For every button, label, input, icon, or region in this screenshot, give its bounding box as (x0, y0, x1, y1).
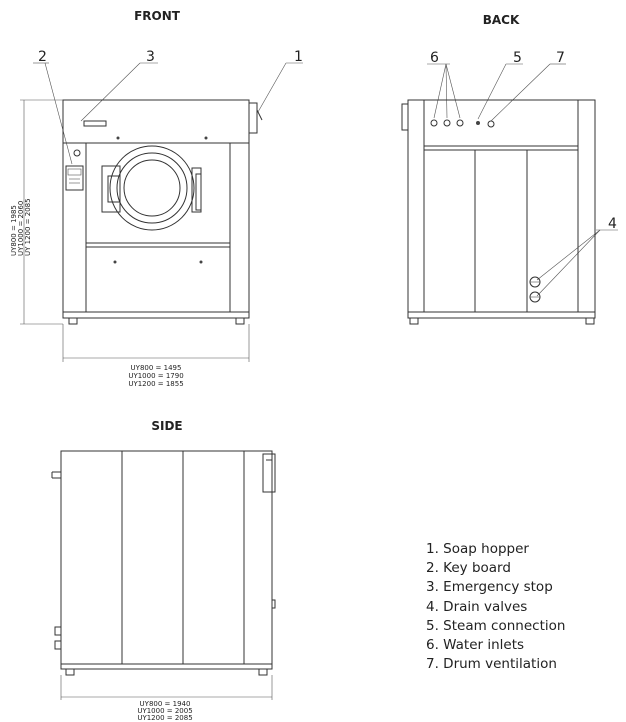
callout-1: 1 (294, 49, 303, 65)
legend-list: 1. Soap hopper 2. Key board 3. Emergency… (426, 540, 565, 674)
legend-item-key-board: 2. Key board (426, 560, 511, 577)
depth-dim-uy1200: UY1200 = 2085 (137, 714, 192, 722)
back-view-title: BACK (483, 13, 520, 27)
legend-item-steam-connection: 5. Steam connection (426, 617, 566, 634)
legend-item-emergency-stop: 3. Emergency stop (426, 579, 553, 596)
side-view-machine (51, 450, 276, 676)
front-width-dimension: UY800 = 1495 UY1000 = 1790 UY1200 = 1855 (62, 324, 250, 388)
callout-7: 7 (556, 50, 565, 66)
callout-5: 5 (513, 50, 522, 66)
front-height-dimension: UY800 = 1985 UY1000 = 2060 UY 1200 = 208… (10, 99, 63, 325)
legend-item-drain-valves: 4. Drain valves (426, 598, 528, 615)
legend-item-soap-hopper: 1. Soap hopper (426, 541, 529, 557)
width-dim-uy1000: UY1000 = 1790 (128, 372, 183, 380)
height-dim-uy1200: UY 1200 = 2085 (24, 198, 32, 256)
depth-dim-uy800: UY800 = 1940 (140, 700, 191, 708)
side-view-title: SIDE (151, 419, 182, 433)
legend-item-water-inlets: 6. Water inlets (426, 637, 525, 654)
side-depth-dimension: UY800 = 1940 UY1000 = 2005 UY1200 = 2085 (60, 675, 273, 722)
height-dim-uy800: UY800 = 1985 (10, 205, 18, 256)
callout-2: 2 (38, 49, 47, 65)
callout-3: 3 (146, 49, 155, 65)
front-view-title: FRONT (134, 9, 181, 23)
depth-dim-uy1000: UY1000 = 2005 (137, 707, 192, 715)
width-dim-uy1200: UY1200 = 1855 (128, 380, 183, 388)
height-dim-uy1000: UY1000 = 2060 (17, 201, 25, 256)
width-dim-uy800: UY800 = 1495 (131, 364, 182, 372)
front-view-machine (62, 99, 263, 325)
legend-item-drum-ventilation: 7. Drum ventilation (426, 656, 557, 673)
callout-6: 6 (430, 50, 439, 66)
callout-4: 4 (608, 216, 617, 232)
back-view-machine (401, 99, 596, 325)
